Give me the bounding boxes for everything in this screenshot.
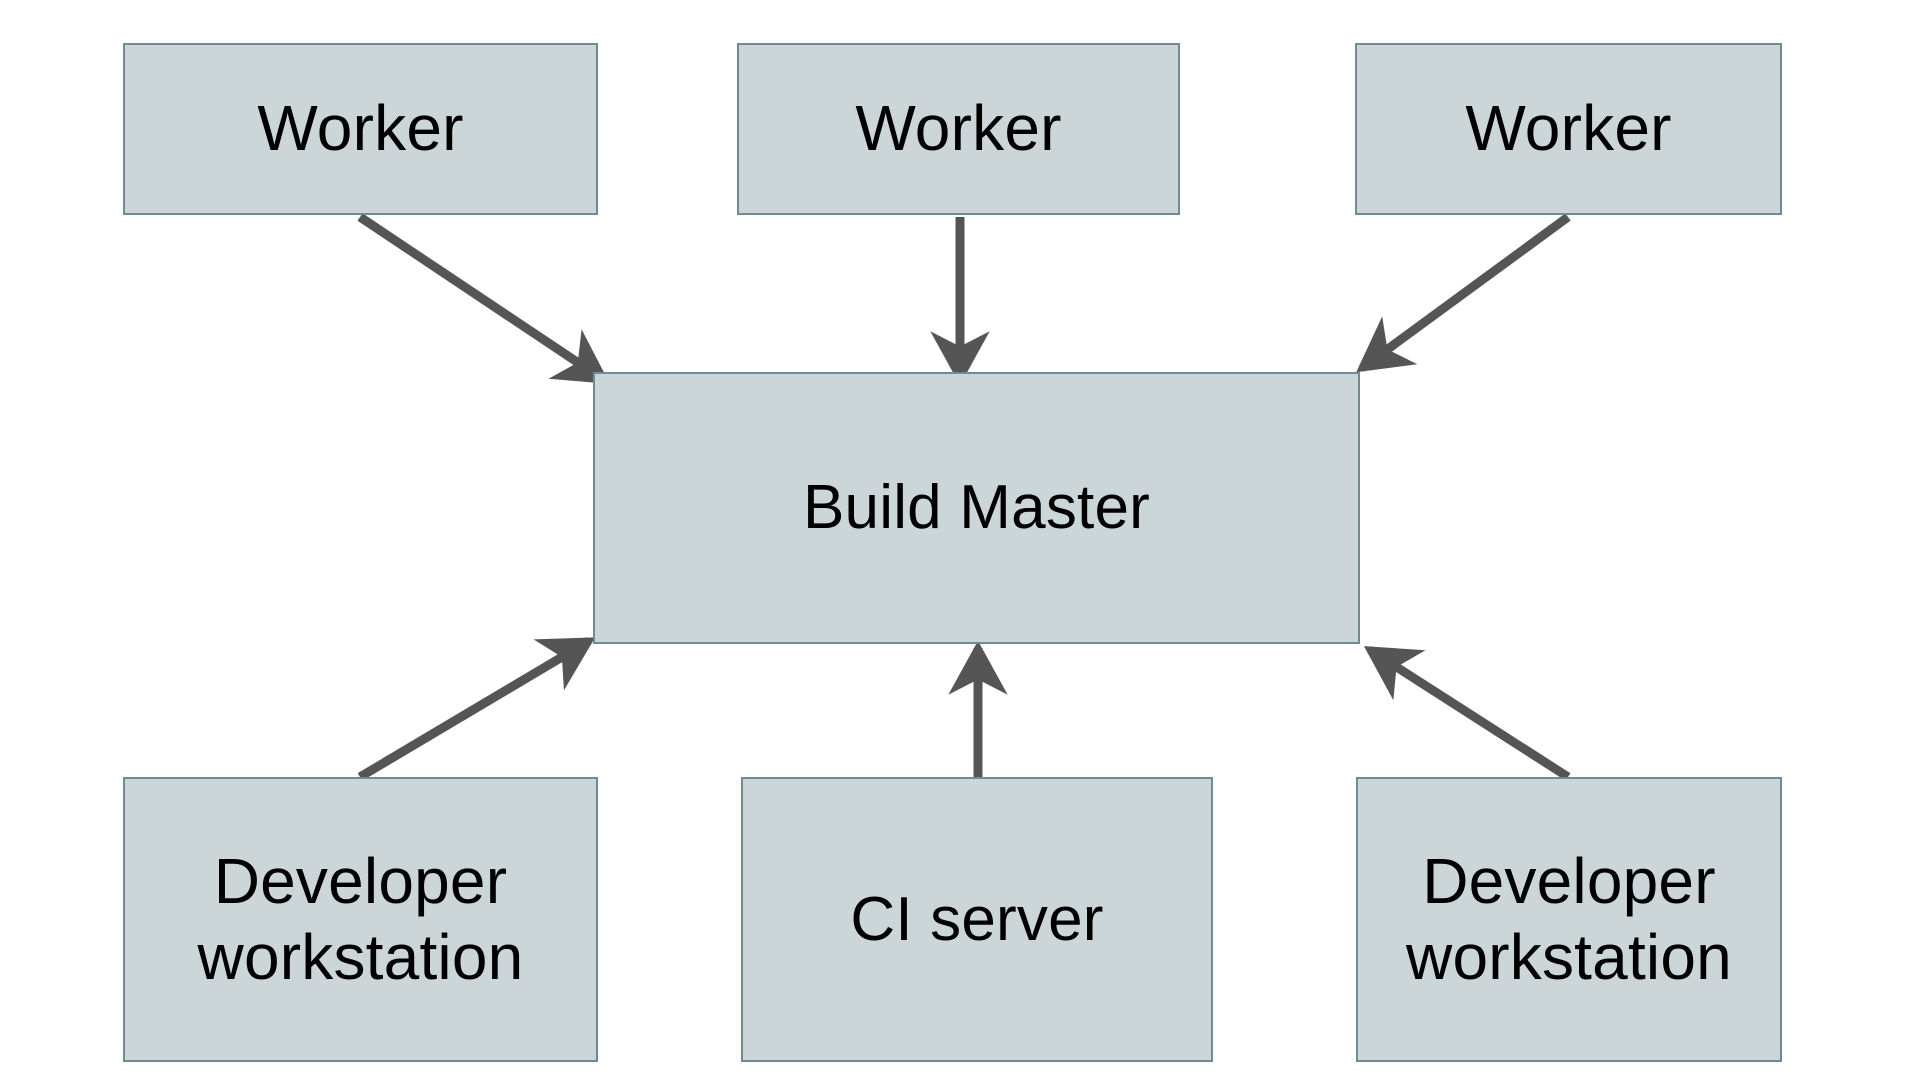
node-developer-workstation-right-label: Developer workstation bbox=[1406, 844, 1732, 993]
node-ci-server-label: CI server bbox=[850, 884, 1104, 954]
edge-worker-right-to-master bbox=[1356, 213, 1571, 373]
node-build-master[interactable]: Build Master bbox=[593, 372, 1360, 644]
node-developer-workstation-right[interactable]: Developer workstation bbox=[1356, 777, 1782, 1062]
node-worker-middle[interactable]: Worker bbox=[737, 43, 1180, 215]
node-worker-right[interactable]: Worker bbox=[1355, 43, 1782, 215]
node-build-master-label: Build Master bbox=[803, 473, 1150, 543]
node-worker-left-label: Worker bbox=[257, 92, 464, 165]
node-developer-workstation-left-label: Developer workstation bbox=[197, 844, 524, 993]
node-worker-middle-label: Worker bbox=[855, 92, 1062, 165]
node-worker-right-label: Worker bbox=[1465, 92, 1672, 165]
edge-worker-left-to-master bbox=[357, 213, 610, 384]
node-worker-left[interactable]: Worker bbox=[123, 43, 598, 215]
edge-dev-left-to-master bbox=[357, 637, 596, 781]
node-ci-server[interactable]: CI server bbox=[741, 777, 1213, 1062]
node-developer-workstation-left[interactable]: Developer workstation bbox=[123, 777, 598, 1062]
edge-dev-right-to-master bbox=[1363, 646, 1571, 781]
